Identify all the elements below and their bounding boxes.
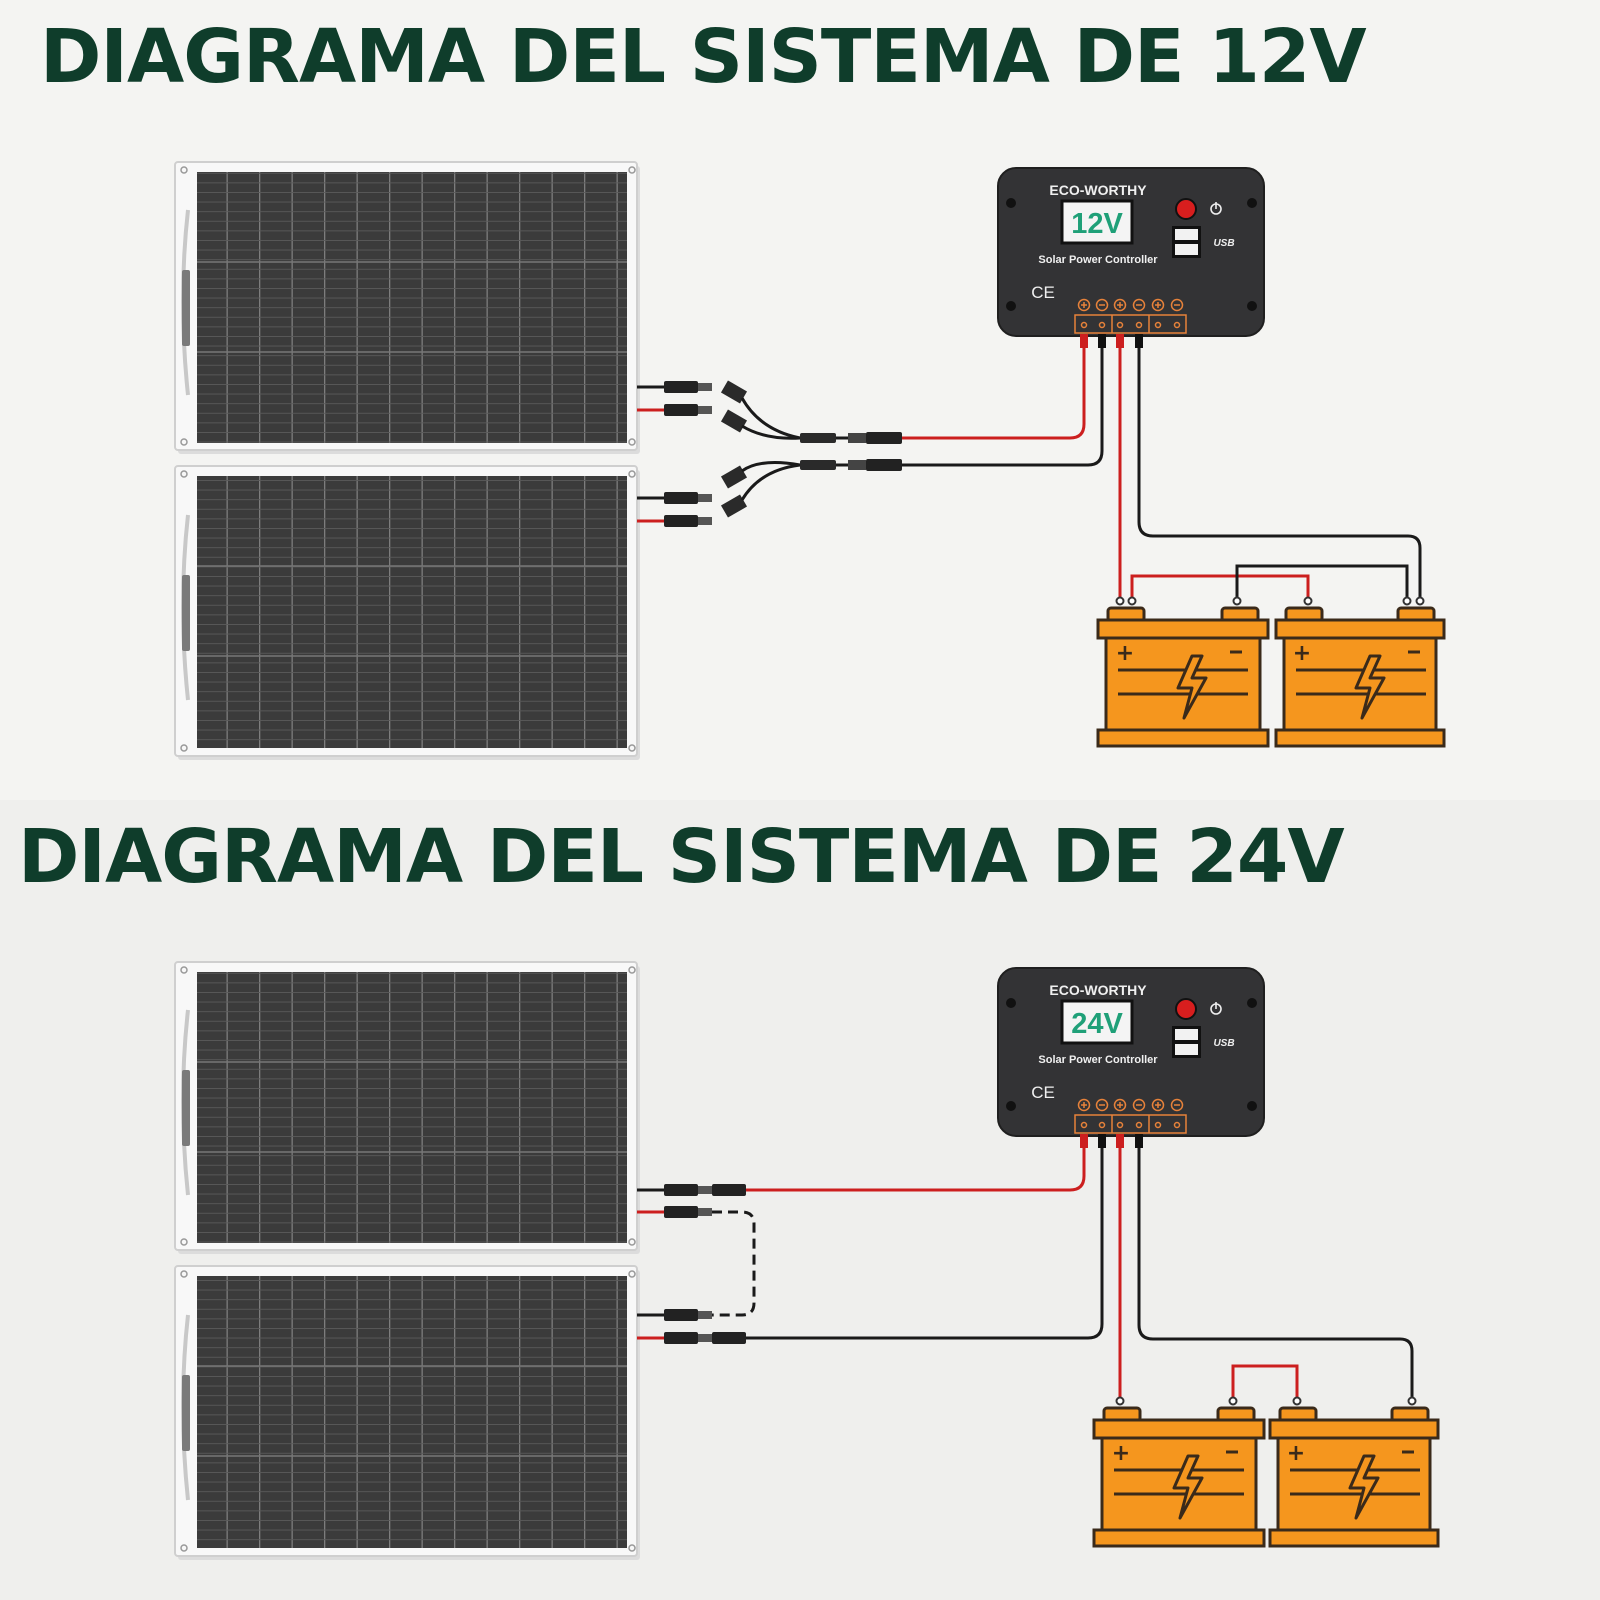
battery-icon: + — [1274, 596, 1446, 748]
charge-controller-icon: ECO-WORTHY 12V Solar Power Controller CE… — [997, 167, 1265, 348]
series-jumper-wire — [712, 1210, 756, 1317]
controller-voltage-display: 24V — [1071, 1008, 1123, 1040]
battery-icon: + — [1268, 1396, 1440, 1548]
usb-port-icon — [1172, 1026, 1201, 1058]
lightning-bolt-icon — [1172, 1454, 1204, 1520]
svg-text:+: + — [1287, 1441, 1305, 1466]
power-icon — [1210, 1002, 1222, 1015]
svg-text:+: + — [1293, 641, 1311, 666]
battery-icon: + — [1096, 596, 1270, 748]
diagram-24v: DIAGRAMA DEL SISTEMA DE 24V — [0, 800, 1600, 1600]
mc4-connector-icon — [637, 381, 712, 527]
diagram-24v-drawing: ECO-WORTHY 24V Solar Power Controller CE… — [174, 961, 1440, 1560]
controller-label: Solar Power Controller — [1038, 1054, 1158, 1066]
wiring-24v — [746, 1146, 1414, 1398]
solar-panel-icon — [174, 1265, 640, 1560]
ce-mark: CE — [1031, 283, 1055, 302]
usb-port-icon — [1172, 226, 1201, 258]
controller-brand: ECO-WORTHY — [1049, 182, 1147, 198]
svg-text:+: + — [1116, 641, 1134, 666]
controller-brand: ECO-WORTHY — [1049, 982, 1147, 998]
diagram-12v: DIAGRAMA DEL SISTEMA DE 12V — [40, 14, 1446, 760]
lightning-bolt-icon — [1348, 1454, 1380, 1520]
diagram-12v-drawing: ECO-WORTHY 12V Solar Power Controller CE… — [174, 161, 1446, 760]
solar-panel-icon — [174, 961, 640, 1254]
solar-panel-icon — [174, 161, 640, 454]
controller-label: Solar Power Controller — [1038, 254, 1158, 266]
controller-voltage-display: 12V — [1071, 208, 1123, 240]
lightning-bolt-icon — [1354, 654, 1386, 720]
title-12v: DIAGRAMA DEL SISTEMA DE 12V — [40, 14, 1367, 100]
power-icon — [1210, 202, 1222, 215]
battery-icon: + — [1092, 1396, 1266, 1548]
usb-label: USB — [1213, 1038, 1234, 1049]
ce-mark: CE — [1031, 1083, 1055, 1102]
y-branch-connector-icon — [720, 380, 902, 518]
terminal-block — [1074, 298, 1187, 334]
svg-text:+: + — [1112, 1441, 1130, 1466]
wiring-12v — [902, 346, 1422, 598]
charge-controller-icon: ECO-WORTHY 24V Solar Power Controller CE… — [997, 967, 1265, 1148]
terminal-block — [1074, 1098, 1187, 1134]
title-24v: DIAGRAMA DEL SISTEMA DE 24V — [18, 814, 1345, 900]
solar-panel-icon — [174, 465, 640, 760]
usb-label: USB — [1213, 238, 1234, 249]
mc4-connector-icon — [637, 1184, 746, 1344]
lightning-bolt-icon — [1176, 654, 1208, 720]
